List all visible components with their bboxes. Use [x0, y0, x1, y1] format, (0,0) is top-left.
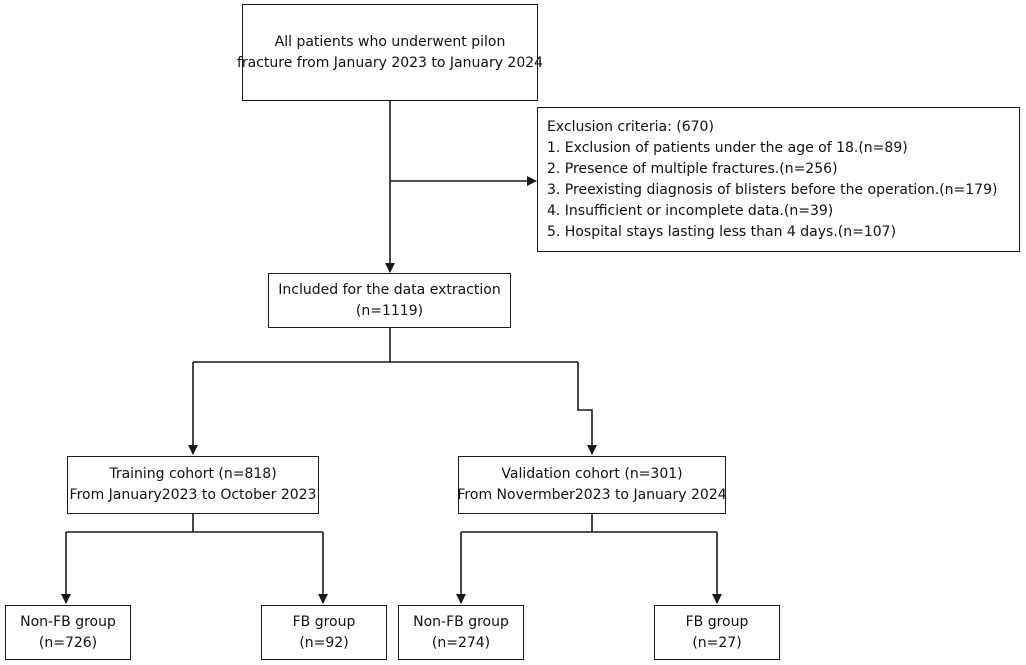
all-patients-line-2: fracture from January 2023 to January 20…: [236, 54, 544, 71]
val-nonfb-line-1: Non-FB group: [413, 613, 509, 630]
train-fb-line-1: FB group: [292, 613, 356, 630]
training-cohort-box: Training cohort (n=818) From January2023…: [67, 456, 319, 514]
val-nonfb-line-2: (n=274): [431, 634, 491, 651]
validation-line-2: From Novermber2023 to January 2024: [457, 487, 727, 503]
train-fb-line-2: (n=92): [299, 634, 349, 651]
train-nonfb-box: Non-FB group (n=726): [5, 605, 131, 660]
val-nonfb-box: Non-FB group (n=274): [398, 605, 524, 660]
connector-validation-split: [461, 514, 717, 533]
connector-training-split: [66, 514, 323, 533]
train-nonfb-line-2: (n=726): [38, 634, 98, 651]
validation-cohort-box: Validation cohort (n=301) From Novermber…: [457, 456, 727, 514]
val-fb-line-1: FB group: [685, 613, 749, 630]
train-fb-box: FB group (n=92): [261, 605, 387, 660]
training-line-2: From January2023 to October 2023: [69, 487, 317, 503]
val-fb-line-2: (n=27): [692, 634, 742, 651]
val-fb-box: FB group (n=27): [654, 605, 780, 660]
exclusion-item-1: 1. Exclusion of patients under the age o…: [547, 139, 908, 156]
included-line-2: (n=1119): [355, 302, 424, 319]
exclusion-heading: Exclusion criteria: (670): [547, 118, 714, 135]
included-box: Included for the data extraction (n=1119…: [268, 273, 511, 328]
exclusion-criteria-box: Exclusion criteria: (670) 1. Exclusion o…: [537, 107, 1020, 252]
all-patients-box: All patients who underwent pilon fractur…: [237, 4, 543, 101]
exclusion-item-4: 4. Insufficient or incomplete data.(n=39…: [547, 202, 834, 219]
connector-included-split: [193, 328, 578, 363]
all-patients-line-1: All patients who underwent pilon: [274, 33, 506, 50]
exclusion-item-3: 3. Preexisting diagnosis of blisters bef…: [547, 181, 998, 198]
included-line-1: Included for the data extraction: [278, 281, 501, 298]
exclusion-item-2: 2. Presence of multiple fractures.(n=256…: [547, 160, 838, 177]
exclusion-item-5: 5. Hospital stays lasting less than 4 da…: [547, 223, 897, 240]
training-line-1: Training cohort (n=818): [109, 466, 277, 482]
arrow-to-validation: [577, 362, 597, 455]
train-nonfb-line-1: Non-FB group: [20, 613, 116, 630]
validation-line-1: Validation cohort (n=301): [501, 466, 683, 482]
